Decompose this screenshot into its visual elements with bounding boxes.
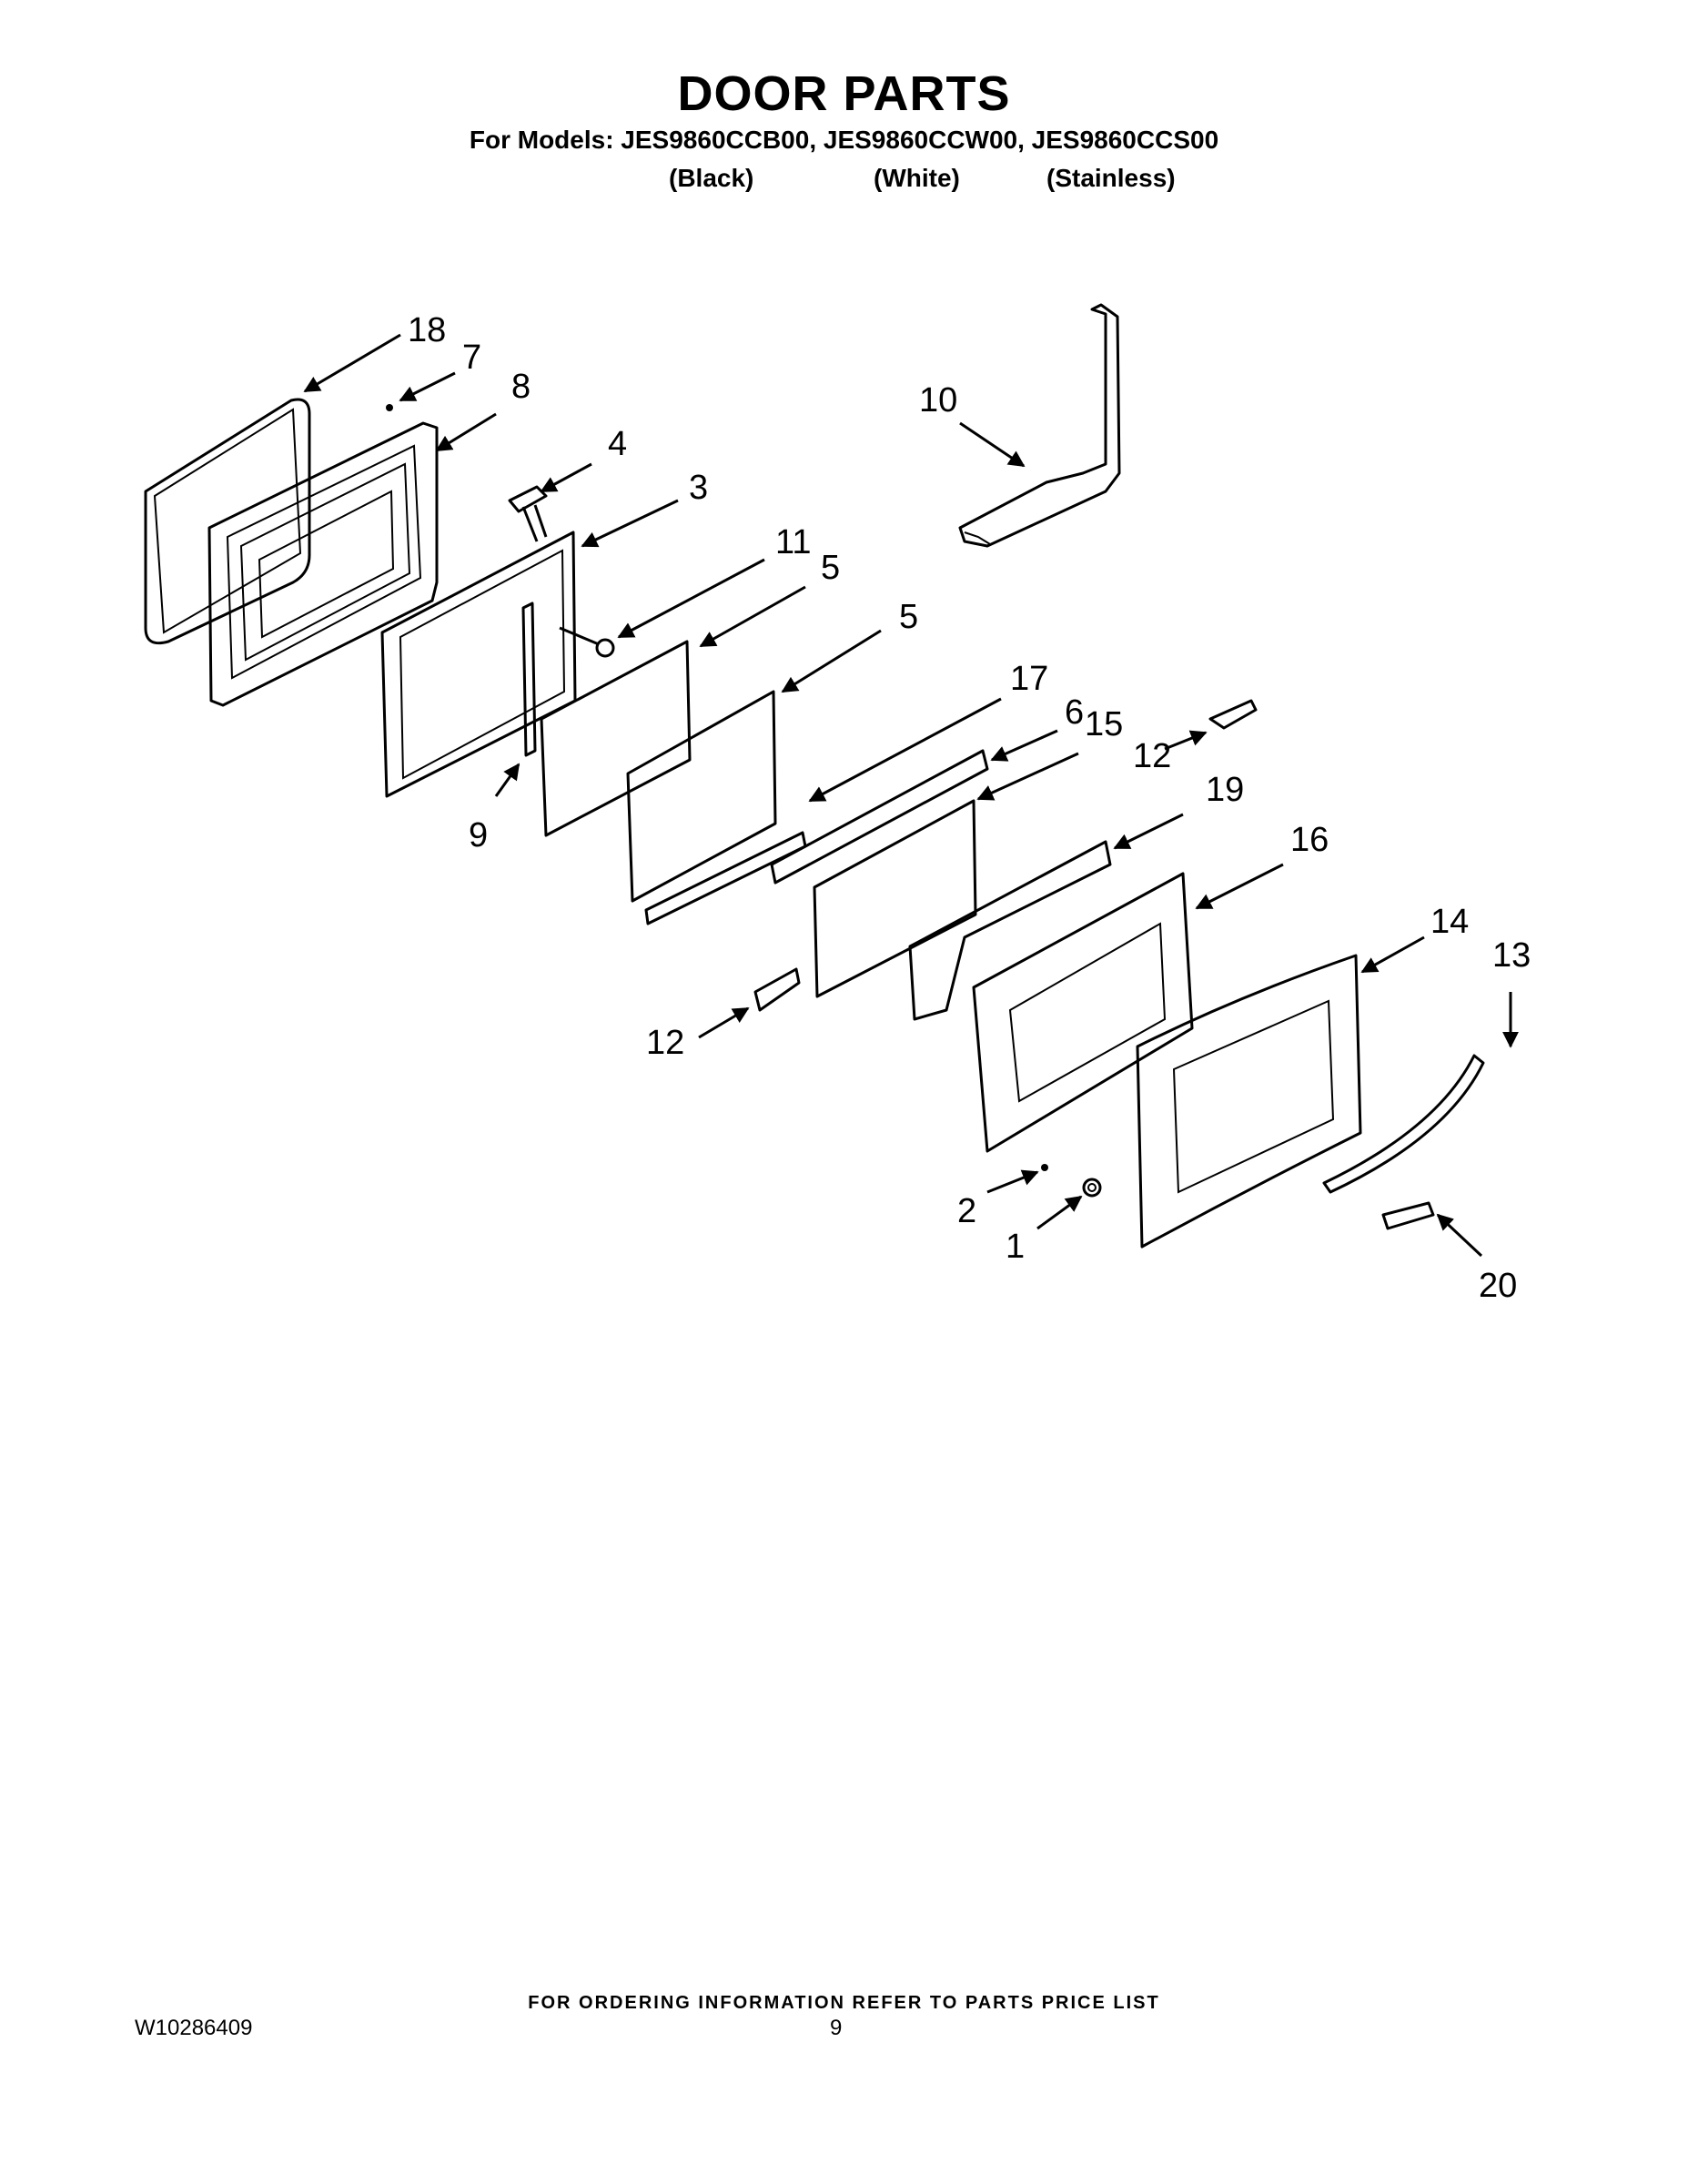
callout-20: 20 xyxy=(1479,1267,1517,1305)
document-id: W10286409 xyxy=(135,2016,253,2040)
part-screw-7 xyxy=(386,404,393,411)
variant-black: (Black) xyxy=(669,164,754,192)
callout-5b: 5 xyxy=(899,598,918,636)
callout-4: 4 xyxy=(608,425,627,463)
part-strip-6 xyxy=(770,749,989,885)
callout-10: 10 xyxy=(919,381,957,420)
variant-stainless: (Stainless) xyxy=(1046,164,1176,192)
part-door-frame-16 xyxy=(972,872,1194,1153)
callout-12-left: 12 xyxy=(646,1024,684,1062)
callout-18: 18 xyxy=(408,311,446,349)
part-panel-15 xyxy=(813,799,977,998)
leader-lines xyxy=(303,333,1519,1258)
part-washer-1 xyxy=(1082,1178,1102,1198)
page-number: 9 xyxy=(830,2016,843,2040)
part-screw-11 xyxy=(559,626,615,658)
callout-17: 17 xyxy=(1010,660,1048,698)
part-inner-frame-8 xyxy=(207,421,439,707)
callout-5a: 5 xyxy=(821,549,840,587)
callout-3: 3 xyxy=(689,469,708,507)
part-glass-5b xyxy=(626,690,777,903)
variant-white: (White) xyxy=(874,164,960,192)
part-glass-5a xyxy=(540,640,692,837)
part-handle-13 xyxy=(1322,1054,1485,1194)
callout-2: 2 xyxy=(957,1192,976,1230)
models-line: For Models: JES9860CCB00, JES9860CCW00, … xyxy=(469,126,1219,154)
ordering-note: FOR ORDERING INFORMATION REFER TO PARTS … xyxy=(528,1993,1160,2013)
part-vent-10 xyxy=(958,303,1121,548)
part-hinge-12-right xyxy=(1208,699,1258,730)
callout-16: 16 xyxy=(1290,821,1329,859)
callout-12-right: 12 xyxy=(1133,737,1171,775)
callout-8: 8 xyxy=(511,368,531,406)
callout-1: 1 xyxy=(1006,1228,1025,1266)
callout-6: 6 xyxy=(1065,693,1084,732)
callout-15: 15 xyxy=(1085,705,1123,743)
part-bracket-9 xyxy=(521,602,537,757)
part-screw-4 xyxy=(508,485,548,542)
callout-7: 7 xyxy=(462,339,481,377)
callout-13: 13 xyxy=(1492,936,1531,975)
callout-11: 11 xyxy=(775,523,811,561)
callout-9: 9 xyxy=(469,816,488,854)
part-gasket-19 xyxy=(908,840,1112,1021)
part-hinge-12-left xyxy=(753,967,801,1012)
part-screw-2 xyxy=(1041,1164,1048,1171)
page-title: DOOR PARTS xyxy=(677,66,1011,121)
part-gasket-18 xyxy=(144,398,311,645)
callout-14: 14 xyxy=(1430,903,1469,941)
callout-labels: 18 7 8 4 3 11 5 5 10 9 17 6 15 12 19 16 … xyxy=(408,311,1531,1305)
part-outer-door-14 xyxy=(1136,954,1362,1249)
part-badge-20 xyxy=(1381,1201,1435,1230)
callout-19: 19 xyxy=(1206,771,1244,809)
part-insulation-3 xyxy=(380,531,577,798)
